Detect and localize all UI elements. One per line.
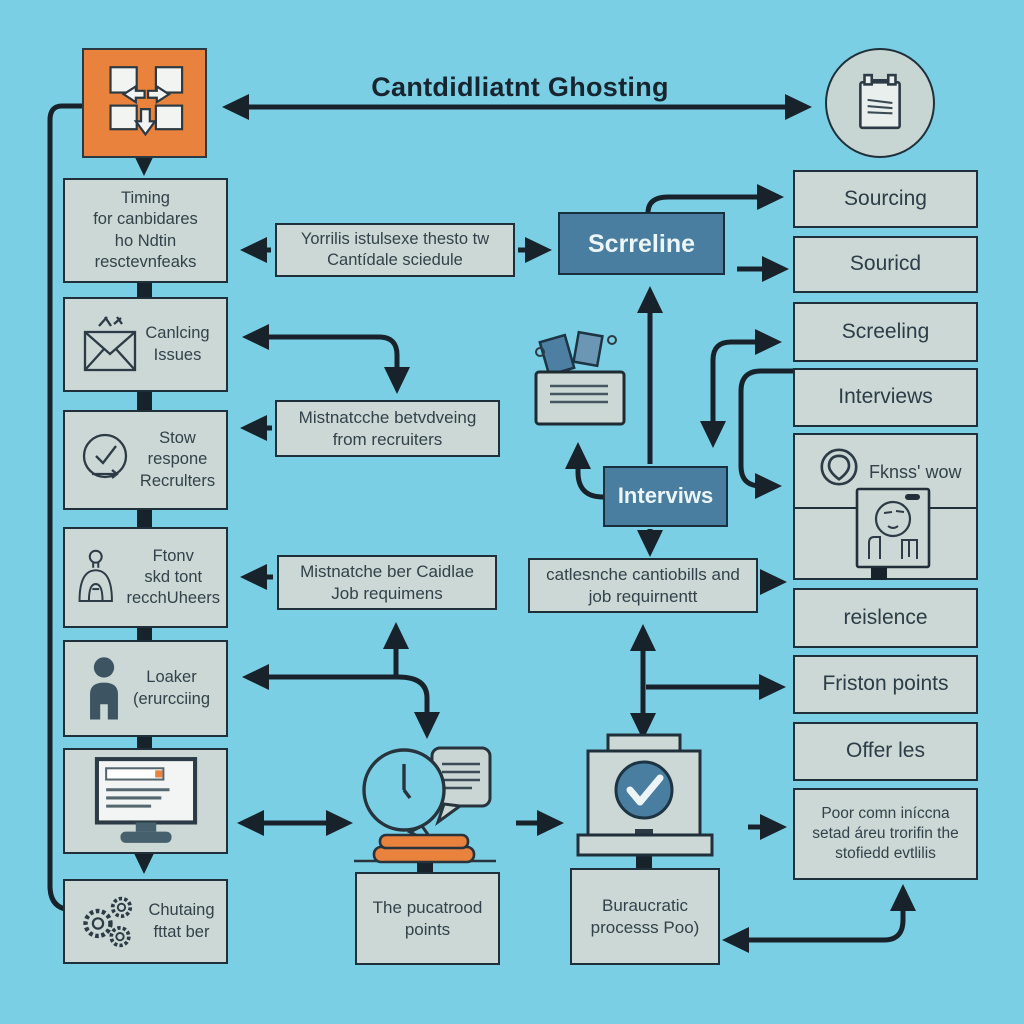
slow-response-box: Stow respone Recrulters (63, 410, 228, 510)
offers-label: Offer les (846, 739, 925, 763)
clipboard-node (825, 48, 935, 158)
speech-bubble-icon (430, 746, 492, 826)
page-title: Cantdidliatnt Ghosting (371, 72, 669, 102)
churning-line: Chutaing (148, 901, 215, 920)
timing-line: resctevnfeaks (94, 252, 197, 271)
churning-box: Chutaing fttat ber (63, 879, 228, 964)
screening-stage-label: Scrreline (587, 229, 695, 258)
skills-note-line: catlesnche cantiobills and (546, 564, 740, 584)
timing-line: Timing (121, 189, 170, 208)
shuffle-node (82, 48, 207, 158)
interview-stage-label: Interviws (617, 483, 714, 509)
monitor-box (63, 748, 228, 854)
check-circle-icon (82, 433, 128, 479)
slow-line: Stow (159, 429, 196, 448)
mismatch-recruiters-box: Mistnatcche betvdveing from recruiters (275, 400, 500, 457)
pucatrood-box: The pucatrood points (355, 872, 500, 965)
timing-line: ho Ndtin (114, 231, 177, 250)
poor-communication-line: stofiedd evtlilis (835, 844, 936, 862)
sourced-label: Souricd (849, 252, 922, 276)
schedule-note-line: Yorrilis istulsexe thesto tw (300, 229, 490, 248)
mismatch-candidate-line: Job requimens (331, 583, 443, 603)
poor-communication-line: setad áreu trorifin the (812, 825, 959, 843)
loaker-box: Loaker (erurcciing (63, 640, 228, 737)
video-call-icon (855, 487, 931, 569)
feedback-icons (362, 746, 492, 848)
mismatch-candidate-box: Mistnatche ber Caidlae Job requimens (277, 555, 497, 610)
pucatrood-line: The pucatrood (372, 897, 483, 917)
monitor-icon (94, 757, 197, 843)
left-rail-line (47, 103, 86, 913)
curve-interviews-to-tray (565, 442, 604, 500)
location-pin-icon (820, 448, 858, 486)
mismatch-recruiters-line: from recruiters (332, 429, 443, 449)
slow-line: Recrulters (139, 471, 216, 490)
poor-communication-line: Poor comn iníccna (821, 805, 950, 823)
bureaucratic-box: Buraucratic processs Poo) (570, 868, 720, 965)
fknss-box: Fknss' wow (793, 433, 978, 580)
canceling-issues-box: Canlcing Issues (63, 297, 228, 392)
sourcing-box: Sourcing (793, 170, 978, 228)
clock-bubble-icon (362, 748, 446, 848)
sourced-box: Souricd (793, 236, 978, 293)
bureaucratic-line: Buraucratic (602, 895, 688, 915)
ftonv-box: Ftonv skd tont recchUheers (63, 527, 228, 628)
skills-note-line: job requirnentt (588, 586, 698, 606)
bypass-interviews-fknss (738, 368, 793, 499)
branch-left-down (397, 674, 440, 739)
fknss-label: Fknss' wow (869, 462, 962, 482)
stamp-icon (354, 833, 496, 864)
interviews-box: Interviews (793, 368, 978, 427)
schedule-note-box: Yorrilis istulsexe thesto tw Cantídale s… (275, 223, 515, 277)
envelope-icon (84, 315, 137, 371)
ftonv-line: skd tont (144, 567, 203, 586)
card-tray-icon (534, 330, 626, 426)
approval-machine-icon (576, 733, 714, 857)
pucatrood-line: points (404, 919, 451, 939)
interviews-label: Interviews (838, 385, 933, 409)
shuffle-grid-icon (108, 66, 183, 137)
fknss-stub (871, 568, 887, 580)
screening-label: Screeling (841, 319, 930, 343)
bureaucratic-line: processs Poo) (590, 917, 700, 937)
churning-line: fttat ber (153, 922, 210, 941)
loaker-line: Loaker (146, 668, 197, 687)
poor-communication-box: Poor comn iníccna setad áreu trorifin th… (793, 788, 978, 880)
gears-icon (83, 896, 133, 947)
timing-box: Timing for canbidares ho Ndtin resctevnf… (63, 178, 228, 283)
clipboard-icon (859, 73, 901, 130)
resilience-label: reislence (843, 605, 928, 629)
elbow-cancel-mismatch (242, 324, 410, 394)
schedule-note-line: Cantídale sciedule (327, 251, 463, 269)
canceling-line: Canlcing (145, 324, 210, 343)
friction-box: Friston points (793, 655, 978, 714)
loaker-line: (erurcciing (132, 689, 211, 708)
screening-stage-box: Scrreline (558, 212, 725, 275)
ftonv-line: Ftonv (152, 546, 194, 565)
connector-bureaucratic-poor (722, 884, 916, 953)
branch-screeling (700, 329, 782, 448)
bell-person-icon (78, 549, 113, 602)
resilience-box: reislence (793, 588, 978, 648)
person-icon (90, 656, 118, 719)
slow-line: respone (147, 450, 208, 469)
mismatch-candidate-line: Mistnatche ber Caidlae (300, 561, 474, 581)
canceling-line: Issues (153, 345, 202, 364)
skills-note-box: catlesnche cantiobills and job requirnen… (528, 558, 758, 613)
sourcing-label: Sourcing (844, 186, 927, 210)
mismatch-recruiters-line: Mistnatcche betvdveing (298, 407, 477, 427)
interview-stage-box: Interviws (603, 466, 728, 527)
friction-label: Friston points (822, 672, 949, 696)
offers-box: Offer les (793, 722, 978, 781)
screening-box: Screeling (793, 302, 978, 362)
ftonv-line: recchUheers (126, 589, 220, 608)
elbow-screening-to-sourcing (645, 184, 784, 214)
timing-line: for canbidares (93, 210, 198, 229)
